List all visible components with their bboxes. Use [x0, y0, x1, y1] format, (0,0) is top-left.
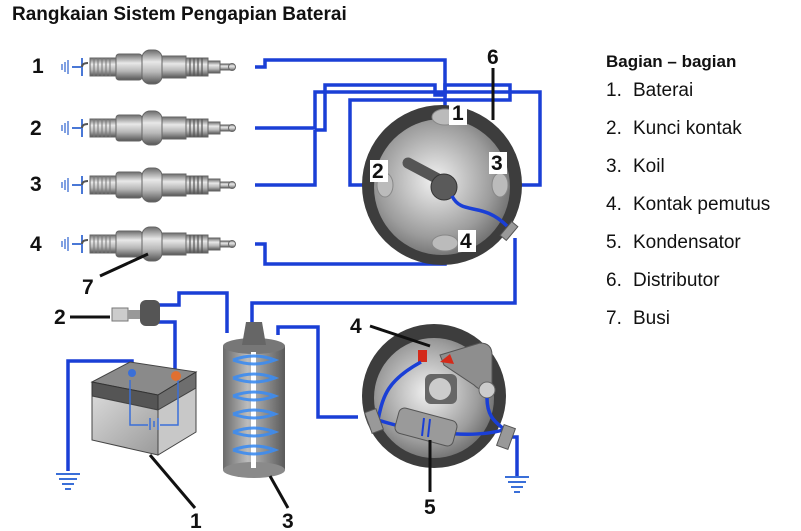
plug-number-4: 4: [30, 233, 42, 256]
distributor-terminal-labels: 1 2 3 4: [370, 102, 507, 253]
callout-line-coil: [268, 475, 290, 509]
legend-item: 3. Koil: [606, 156, 770, 194]
spark-plug-4: [61, 226, 237, 262]
cap-terminal-1: 1: [452, 102, 464, 125]
legend-item-number: 3.: [606, 156, 622, 177]
callout-key: 2: [54, 306, 66, 329]
battery: [90, 361, 198, 456]
wire-key-battery: [157, 320, 177, 382]
legend-item: 5. Kondensator: [606, 232, 770, 270]
legend-heading: Bagian – bagian: [606, 52, 737, 71]
callout-busi: 7: [82, 276, 94, 299]
plug-number-1: 1: [32, 55, 44, 78]
legend-item-number: 2.: [606, 118, 622, 139]
legend-item-number: 7.: [606, 308, 622, 329]
callout-breaker: 4: [350, 315, 362, 338]
legend-item: 2. Kunci kontak: [606, 118, 770, 156]
wire-plug3: [255, 83, 512, 187]
legend-item: 7. Busi: [606, 308, 770, 346]
wire-breaker-ground: [512, 435, 519, 477]
callout-line-breaker: [369, 324, 431, 348]
legend-item-label: Distributor: [633, 270, 720, 291]
legend-item-label: Kontak pemutus: [633, 194, 771, 215]
legend-item-label: Kunci kontak: [633, 118, 742, 139]
ignition-key: [111, 300, 160, 326]
cap-terminal-4: 4: [460, 230, 472, 253]
distributor-cap: [362, 105, 522, 265]
diagram-title: Rangkaian Sistem Pengapian Baterai: [12, 4, 347, 25]
legend-item: 4. Kontak pemutus: [606, 194, 770, 232]
spark-plug-1: [61, 49, 237, 85]
callout-line-busi: [99, 252, 149, 278]
ignition-coil: [223, 322, 285, 478]
legend-item: 6. Distributor: [606, 270, 770, 308]
plug-number-2: 2: [30, 117, 42, 140]
callout-coil: 3: [282, 510, 294, 531]
cap-terminal-2: 2: [372, 160, 384, 183]
ground-icon-battery: [56, 473, 80, 490]
callout-line-battery: [148, 454, 197, 509]
ground-icon-distributor: [505, 476, 529, 493]
legend-item-label: Baterai: [633, 80, 694, 101]
spark-plug-2: [61, 110, 237, 146]
callout-condenser: 5: [424, 496, 436, 519]
breaker-assembly: [362, 324, 517, 468]
parts-legend: Bagian – bagian 1. Baterai 2. Kunci kontak…: [606, 52, 770, 346]
spark-plug-3: [61, 167, 237, 203]
callout-distributor: 6: [487, 46, 499, 69]
legend-item-number: 6.: [606, 270, 622, 291]
wire-plug2: [255, 90, 542, 187]
legend-item-label: Koil: [633, 156, 665, 177]
legend-item-number: 5.: [606, 232, 622, 253]
callout-battery: 1: [190, 510, 202, 531]
wire-plug1: [255, 58, 447, 110]
ignition-circuit-diagram: 1 2 3 4 7 1 2 3 4 6 2: [30, 46, 542, 531]
legend-item-label: Busi: [633, 308, 670, 329]
legend-item: 1. Baterai: [606, 80, 770, 118]
wire-coil-breaker: [276, 325, 358, 419]
wire-coil-hv: [250, 238, 517, 325]
cap-terminal-3: 3: [491, 152, 503, 175]
legend-item-number: 1.: [606, 80, 622, 101]
legend-item-label: Kondensator: [633, 232, 741, 253]
legend-item-number: 4.: [606, 194, 622, 215]
wire-key-coil: [157, 291, 229, 333]
plug-number-3: 3: [30, 173, 42, 196]
